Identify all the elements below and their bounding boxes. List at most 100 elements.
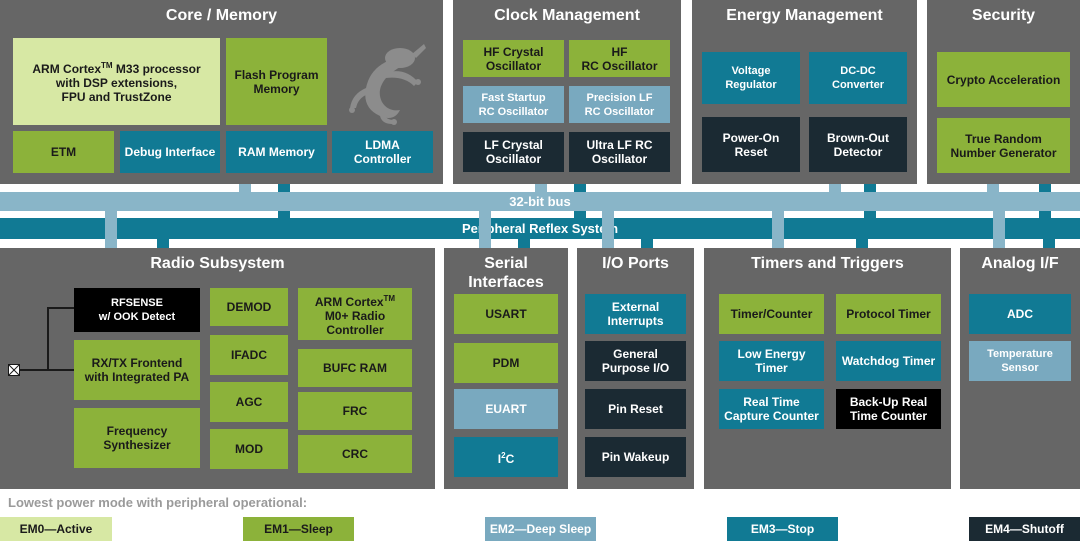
- debug-interface-block: Debug Interface: [120, 131, 220, 173]
- clock-management-panel: Clock Management HF Crystal Oscillator H…: [453, 0, 681, 184]
- timers-to-bus32-connector: [772, 211, 784, 248]
- panel-title: Radio Subsystem: [150, 255, 285, 272]
- fast-startup-rc-block: Fast Startup RC Oscillator: [463, 86, 564, 123]
- crypto-acceleration-block: Crypto Acceleration: [937, 52, 1070, 107]
- security-to-bus32-connector: [987, 184, 999, 192]
- bus-32bit: 32-bit bus: [0, 192, 1080, 211]
- i2c-label-rest: C: [505, 451, 515, 466]
- antenna-wire-vertical: [47, 307, 49, 371]
- demod-block: DEMOD: [210, 288, 288, 326]
- timers-to-prs-connector: [856, 239, 868, 248]
- crc-block: CRC: [298, 435, 412, 473]
- lf-crystal-oscillator-block: LF Crystal Oscillator: [463, 132, 564, 172]
- true-random-number-generator-block: True Random Number Generator: [937, 118, 1070, 173]
- radio-to-bus32-connector: [105, 211, 117, 248]
- io-to-prs-connector: [641, 239, 653, 248]
- m0-tm: TM: [383, 293, 396, 303]
- timers-and-triggers-panel: Timers and Triggers Timer/Counter Protoc…: [704, 248, 951, 489]
- ram-to-bus32-connector: [239, 184, 251, 192]
- pdm-block: PDM: [454, 343, 558, 383]
- agc-block: AGC: [210, 382, 288, 422]
- precision-lf-rc-block: Precision LF RC Oscillator: [569, 86, 670, 123]
- frc-block: FRC: [298, 392, 412, 430]
- low-energy-timer-block: Low Energy Timer: [719, 341, 824, 381]
- i2c-block: I2C: [454, 437, 558, 477]
- voltage-regulator-block: Voltage Regulator: [702, 52, 800, 104]
- panel-title: Energy Management: [726, 7, 883, 24]
- legend-em0: EM0—Active: [0, 517, 112, 541]
- etm-block: ETM: [13, 131, 114, 173]
- mod-block: MOD: [210, 429, 288, 469]
- antenna-wire-to-frontend: [14, 369, 74, 371]
- temperature-sensor-block: Temperature Sensor: [969, 341, 1071, 381]
- adc-block: ADC: [969, 294, 1071, 334]
- legend-em2: EM2—Deep Sleep: [485, 517, 596, 541]
- security-panel: Security Crypto Acceleration True Random…: [927, 0, 1080, 184]
- m0-radio-controller-block: ARM CortexTM M0+ Radio Controller: [298, 288, 412, 340]
- protocol-timer-block: Protocol Timer: [836, 294, 941, 334]
- panel-title: Security: [971, 7, 1036, 24]
- peripheral-reflex-system-bus: Peripheral Reflex System: [0, 218, 1080, 239]
- legend-title: Lowest power mode with peripheral operat…: [8, 495, 308, 510]
- antenna-wire-to-rfsense: [47, 307, 74, 309]
- cpu-label: ARM Cortex: [32, 62, 102, 76]
- radio-to-prs-connector: [157, 239, 169, 248]
- dc-dc-converter-block: DC-DC Converter: [809, 52, 907, 104]
- serial-to-bus32-connector: [479, 211, 491, 248]
- panel-title: Core / Memory: [165, 7, 278, 24]
- analog-if-panel: Analog I/F ADC Temperature Sensor: [960, 248, 1080, 489]
- panel-title: Timers and Triggers: [751, 255, 904, 272]
- usart-block: USART: [454, 294, 558, 334]
- flash-block: Flash Program Memory: [226, 38, 327, 125]
- external-interrupts-block: External Interrupts: [585, 294, 686, 334]
- hf-rc-oscillator-block: HF RC Oscillator: [569, 40, 670, 77]
- io-ports-panel: I/O Ports External Interrupts General Pu…: [577, 248, 694, 489]
- m0-label: ARM Cortex: [314, 294, 384, 309]
- pin-wakeup-block: Pin Wakeup: [585, 437, 686, 477]
- serial-interfaces-panel: Serial Interfaces USART PDM EUART I2C: [444, 248, 568, 489]
- euart-block: EUART: [454, 389, 558, 429]
- bufc-ram-block: BUFC RAM: [298, 349, 412, 387]
- legend-em4: EM4—Shutoff: [969, 517, 1080, 541]
- m0-label-rest: M0+ Radio Controller: [324, 308, 386, 337]
- i2c-sup: 2: [501, 450, 506, 460]
- core-memory-panel: Core / Memory ARM CortexTM M33 processor…: [0, 0, 443, 184]
- pin-reset-block: Pin Reset: [585, 389, 686, 429]
- panel-title: I/O Ports: [602, 255, 669, 272]
- watchdog-timer-block: Watchdog Timer: [836, 341, 941, 381]
- cpu-label-rest: M33 processor with DSP extensions, FPU a…: [55, 62, 201, 104]
- legend-em3: EM3—Stop: [727, 517, 838, 541]
- clock-to-bus32-connector: [535, 184, 547, 192]
- legend-em1: EM1—Sleep: [243, 517, 354, 541]
- serial-to-prs-connector: [518, 239, 530, 248]
- prs-bus-label: Peripheral Reflex System: [461, 221, 619, 236]
- energy-to-bus32-connector: [829, 184, 841, 192]
- ram-memory-block: RAM Memory: [226, 131, 327, 173]
- timer-counter-block: Timer/Counter: [719, 294, 824, 334]
- radio-subsystem-panel: Radio Subsystem RFSENSE w/ OOK Detect DE…: [0, 248, 435, 489]
- hf-crystal-oscillator-block: HF Crystal Oscillator: [463, 40, 564, 77]
- brown-out-detector-block: Brown-Out Detector: [809, 117, 907, 172]
- ultra-lf-rc-block: Ultra LF RC Oscillator: [569, 132, 670, 172]
- i2c-label: I: [497, 451, 502, 466]
- general-purpose-io-block: General Purpose I/O: [585, 341, 686, 381]
- analog-to-bus32-connector: [993, 211, 1005, 248]
- ifadc-block: IFADC: [210, 335, 288, 375]
- bus-32bit-label: 32-bit bus: [509, 194, 571, 209]
- gecko-logo-icon: [349, 44, 426, 125]
- backup-real-time-counter-block: Back-Up Real Time Counter: [836, 389, 941, 429]
- real-time-capture-counter-block: Real Time Capture Counter: [719, 389, 824, 429]
- antenna-port-icon: [8, 364, 20, 376]
- frequency-synthesizer-block: Frequency Synthesizer: [74, 408, 200, 468]
- cpu-block: ARM CortexTM M33 processor with DSP exte…: [13, 38, 220, 125]
- panel-title: Analog I/F: [981, 255, 1059, 272]
- analog-to-prs-connector: [1043, 239, 1055, 248]
- io-to-bus32-connector: [602, 211, 614, 248]
- panel-title: Serial Interfaces: [468, 255, 544, 291]
- power-on-reset-block: Power-On Reset: [702, 117, 800, 172]
- rx-tx-frontend-block: RX/TX Frontend with Integrated PA: [74, 340, 200, 400]
- energy-management-panel: Energy Management Voltage Regulator DC-D…: [692, 0, 917, 184]
- rfsense-block: RFSENSE w/ OOK Detect: [74, 288, 200, 332]
- panel-title: Clock Management: [494, 7, 640, 24]
- cpu-tm: TM: [101, 61, 113, 70]
